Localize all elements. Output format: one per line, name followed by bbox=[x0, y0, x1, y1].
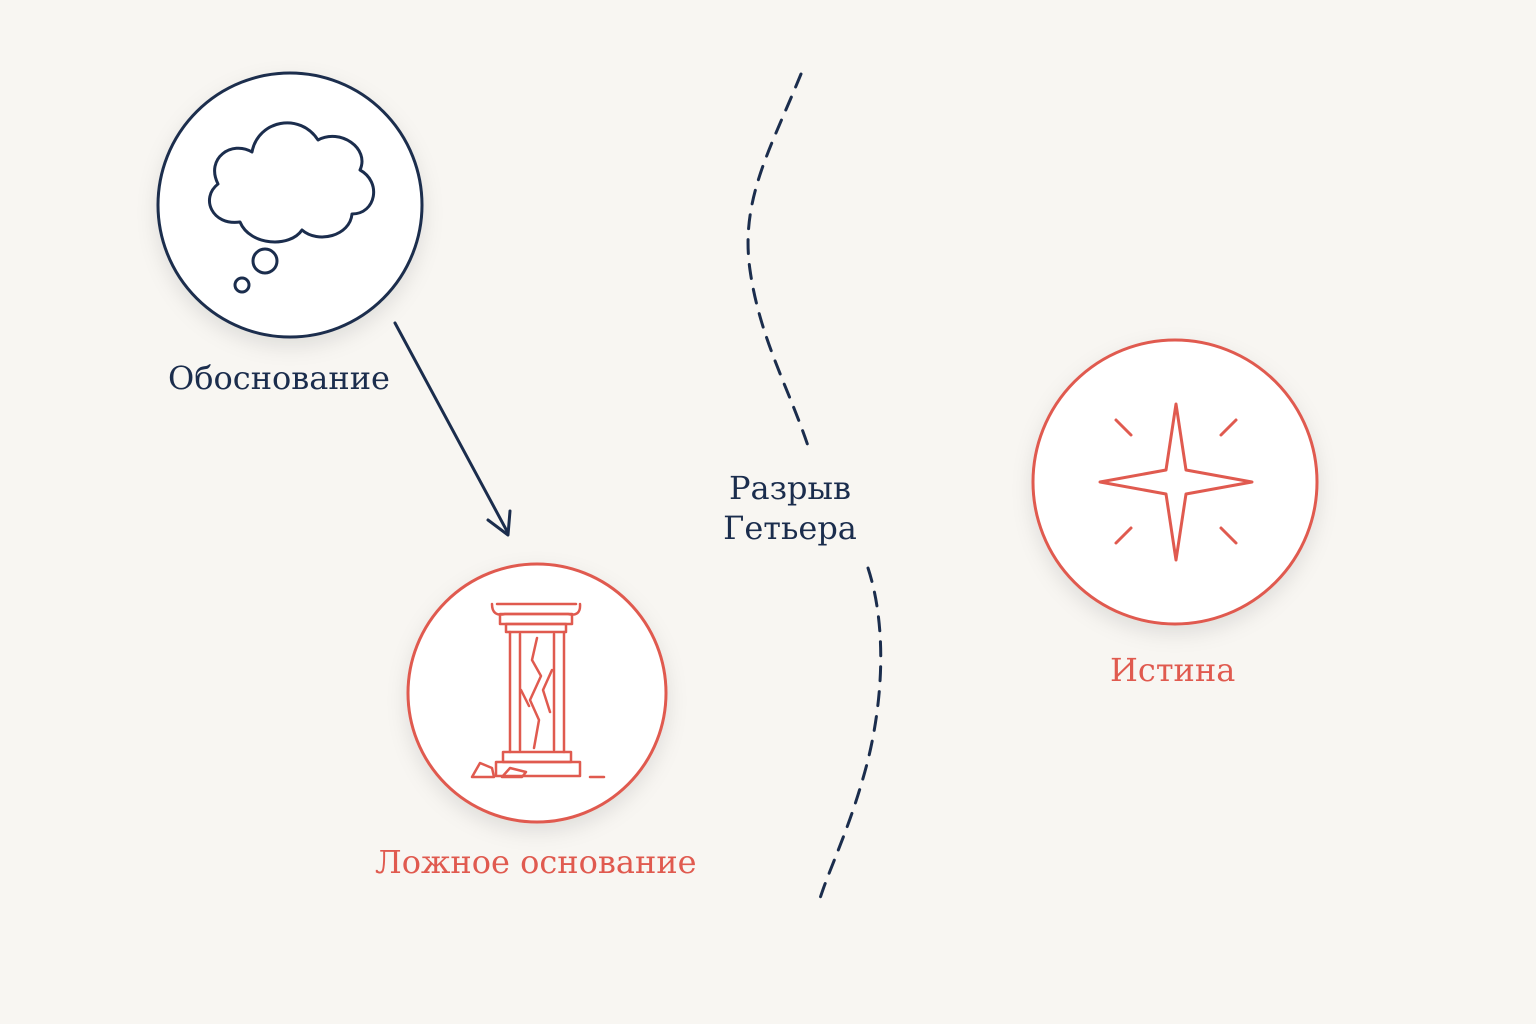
justification-circle bbox=[156, 71, 424, 339]
gettier-gap-label-line1: Разрыв bbox=[728, 469, 852, 507]
inference-arrow bbox=[393, 321, 512, 537]
gettier-gap-line bbox=[746, 72, 812, 454]
thought-cloud-icon bbox=[208, 121, 376, 294]
false-foundation-label: Ложное основание bbox=[375, 843, 697, 881]
sparkle-star-icon bbox=[1098, 402, 1254, 562]
gettier-gap-label: Разрыв Гетьера bbox=[715, 468, 865, 548]
gettier-gap-line-lower bbox=[816, 566, 883, 907]
truth-node bbox=[1031, 338, 1319, 626]
broken-column-icon bbox=[470, 602, 606, 779]
truth-circle bbox=[1031, 338, 1319, 626]
false-foundation-node bbox=[406, 562, 668, 824]
truth-label: Истина bbox=[1110, 651, 1236, 689]
false-foundation-circle bbox=[406, 562, 668, 824]
gettier-gap-label-line2: Гетьера bbox=[723, 509, 857, 547]
justification-node bbox=[156, 71, 424, 339]
justification-label: Обоснование bbox=[168, 359, 390, 397]
